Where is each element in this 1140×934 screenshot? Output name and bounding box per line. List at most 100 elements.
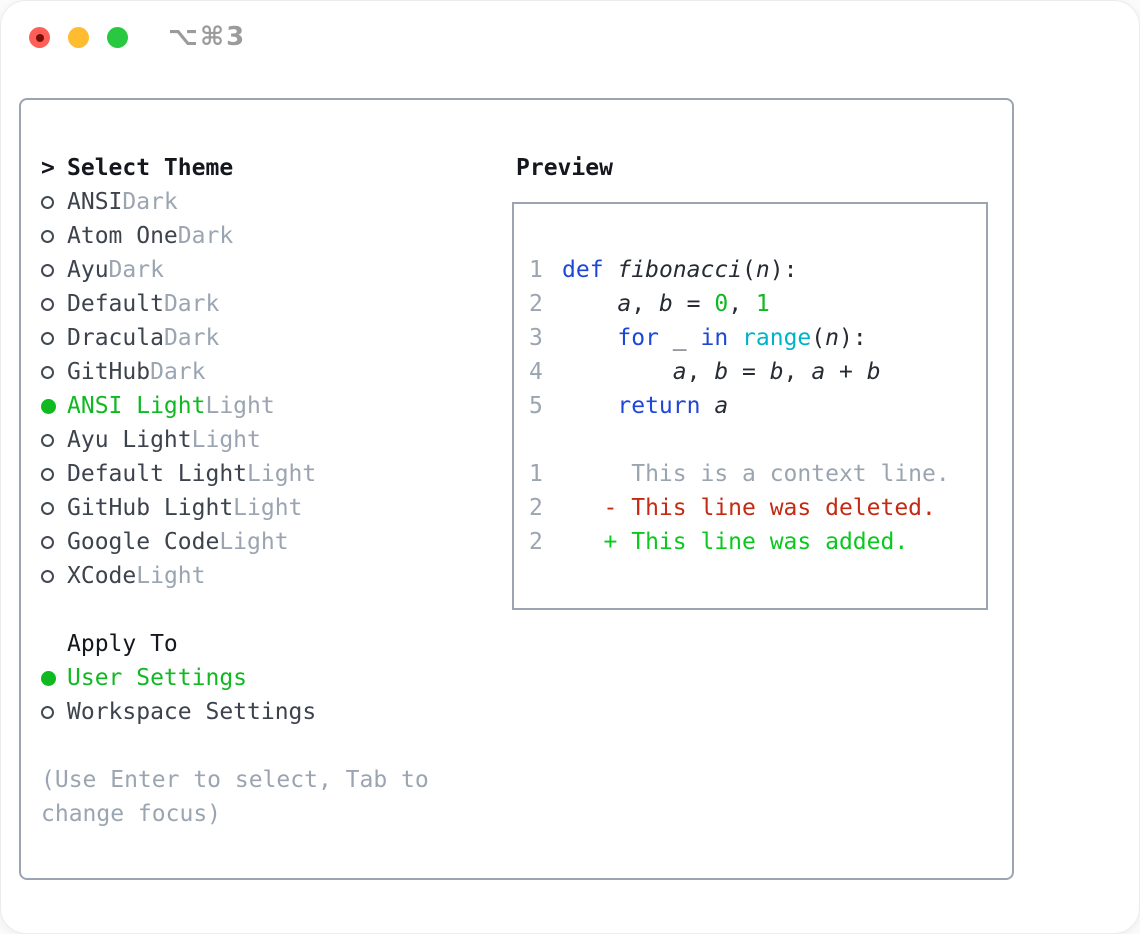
theme-name: ANSI: [67, 189, 123, 215]
theme-option-ansi[interactable]: ANSI Dark: [41, 185, 429, 219]
line-number: 4: [529, 359, 543, 385]
code-segment-plain: _: [658, 325, 701, 351]
code-segment-plain: (: [811, 325, 826, 351]
code-segment-plain: ,: [728, 291, 756, 317]
theme-option-ayu-light[interactable]: Ayu Light Light: [41, 423, 429, 457]
code-segment-plain: (: [742, 257, 756, 283]
code-line: 4 a, b = b, a + b: [529, 355, 986, 389]
theme-option-default[interactable]: Default Dark: [41, 287, 429, 321]
radio-icon: [41, 705, 54, 719]
line-number: 2: [529, 291, 543, 317]
theme-option-github[interactable]: GitHub Dark: [41, 355, 429, 389]
code-segment-kw: def: [562, 257, 604, 283]
code-segment-plain: [604, 257, 618, 283]
theme-name: ANSI Light: [67, 393, 206, 419]
code-line: 5 return a: [529, 389, 986, 423]
code-segment-plain: ,: [631, 291, 659, 317]
theme-variant: Light: [191, 427, 261, 453]
radio-icon: [41, 501, 54, 515]
theme-option-default-light[interactable]: Default Light Light: [41, 457, 429, 491]
theme-option-dracula[interactable]: Dracula Dark: [41, 321, 429, 355]
theme-list-title: Select Theme: [67, 155, 234, 181]
line-number: 1: [529, 461, 543, 487]
theme-variant: Dark: [150, 359, 206, 385]
theme-variant: Light: [219, 529, 289, 555]
apply-to-title: Apply To: [67, 631, 178, 657]
code-segment-ident: b: [866, 359, 881, 385]
line-number: 5: [529, 393, 543, 419]
blank-line: [529, 423, 986, 457]
code-segment-number: 1: [755, 291, 770, 317]
radio-icon: [41, 195, 54, 209]
theme-variant: Dark: [122, 189, 178, 215]
theme-variant: Dark: [163, 291, 220, 317]
code-segment-ident: a: [811, 359, 826, 385]
code-segment-plain: [700, 393, 714, 419]
zoom-button[interactable]: [107, 27, 128, 48]
code-segment-ident: a: [714, 393, 729, 419]
theme-name: Default: [67, 291, 164, 317]
help-text-line: change focus): [41, 801, 222, 827]
theme-option-github-light[interactable]: GitHub Light Light: [41, 491, 429, 525]
preview-title: Preview: [516, 155, 613, 181]
diff-line: 2 - This line was deleted.: [529, 491, 986, 525]
help-text: (Use Enter to select, Tab to change focus…: [41, 763, 429, 831]
code-segment-plain: [562, 359, 673, 385]
line-number: 2: [529, 529, 543, 555]
radio-icon: [41, 263, 54, 277]
theme-name: GitHub Light: [67, 495, 234, 521]
code-segment-ident: b: [658, 291, 673, 317]
theme-variant: Light: [136, 563, 206, 589]
apply-option-label: Workspace Settings: [67, 699, 317, 725]
code-segment-ident: n: [825, 325, 840, 351]
radio-icon: [41, 331, 54, 345]
radio-icon: [41, 365, 54, 379]
theme-variant: Dark: [163, 325, 220, 351]
apply-option-label: User Settings: [67, 665, 248, 691]
theme-option-xcode[interactable]: XCode Light: [41, 559, 429, 593]
theme-name: Atom One: [67, 223, 178, 249]
code-segment-plain: =: [728, 359, 770, 385]
code-segment-plain: +: [825, 359, 867, 385]
apply-option-workspace-settings[interactable]: Workspace Settings: [41, 695, 429, 729]
theme-name: Google Code: [67, 529, 220, 555]
theme-name: Ayu: [67, 257, 109, 283]
code-segment-plain: =: [672, 291, 715, 317]
theme-variant: Dark: [177, 223, 234, 249]
code-segment-plain: [562, 393, 617, 419]
theme-option-ayu[interactable]: Ayu Dark: [41, 253, 429, 287]
code-line: 3 for _ in range(n):: [529, 321, 986, 355]
theme-list-header: > Select Theme: [41, 151, 429, 185]
theme-name: XCode: [67, 563, 137, 589]
radio-selected-icon: [41, 670, 56, 686]
line-number: 3: [529, 325, 543, 351]
code-segment-kw: for: [617, 325, 659, 351]
apply-option-user-settings[interactable]: User Settings: [41, 661, 429, 695]
theme-option-ansi-light[interactable]: ANSI Light Light: [41, 389, 429, 423]
code-segment-ident: a: [617, 291, 632, 317]
close-dot-icon: [35, 33, 44, 42]
theme-option-google-code[interactable]: Google Code Light: [41, 525, 429, 559]
spacer: [41, 593, 429, 627]
close-button[interactable]: [29, 27, 50, 48]
theme-name: Dracula: [67, 325, 164, 351]
code-segment-ident: n: [755, 257, 770, 283]
code-segment-number: 0: [714, 291, 729, 317]
code-segment-plain: ,: [686, 359, 715, 385]
window-shortcut-label: ⌥⌘3: [168, 22, 247, 52]
minimize-button[interactable]: [68, 27, 89, 48]
code-segment-plain: ):: [769, 257, 798, 283]
code-segment-kw: in: [700, 325, 729, 351]
help-text-line: (Use Enter to select, Tab to: [41, 767, 429, 793]
line-number: 2: [529, 495, 543, 521]
theme-variant: Dark: [108, 257, 164, 283]
code-segment-builtin: range: [742, 325, 812, 351]
code-segment-plain: [562, 325, 617, 351]
theme-option-atom-one[interactable]: Atom One Dark: [41, 219, 429, 253]
radio-icon: [41, 467, 54, 481]
radio-selected-icon: [41, 398, 56, 414]
